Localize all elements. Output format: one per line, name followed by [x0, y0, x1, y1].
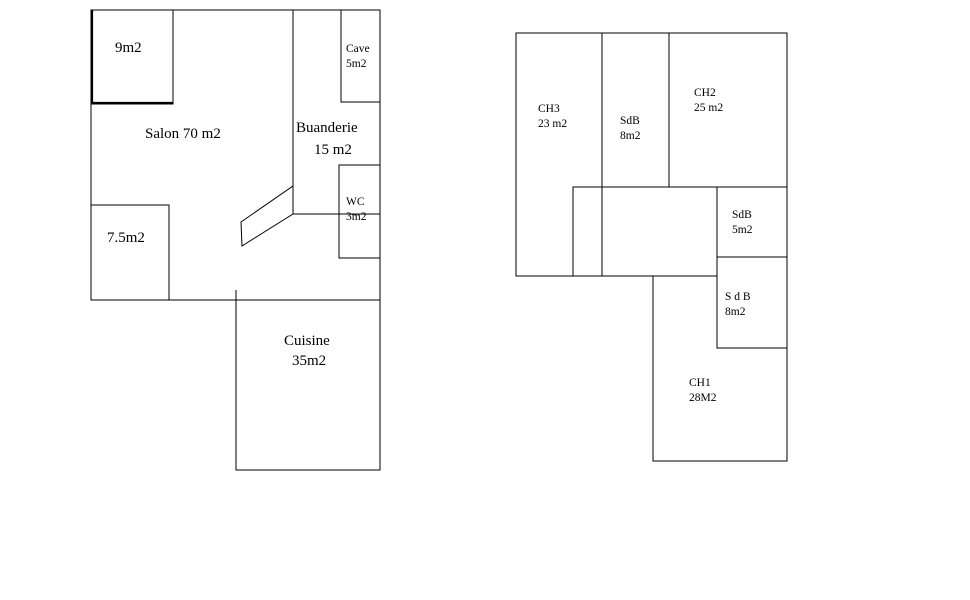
label-room-7-5m2: 7.5m2	[107, 230, 145, 246]
label-wc-name: WC	[346, 196, 365, 208]
ground-floor-plan: 9m2 Salon 70 m2 Buanderie 15 m2 Cave 5m2…	[90, 9, 381, 471]
room-sdb-8m2-top	[601, 32, 670, 188]
label-sdb3-name: S d B	[725, 291, 751, 303]
label-ch2-name: CH2	[694, 87, 716, 99]
label-buanderie-area: 15 m2	[314, 142, 352, 158]
room-ch2	[668, 32, 788, 188]
label-ch2-area: 25 m2	[694, 102, 723, 114]
label-room-9m2: 9m2	[115, 40, 142, 56]
room-ch1	[652, 275, 788, 462]
label-ch3-area: 23 m2	[538, 118, 567, 130]
room-ch3	[515, 32, 603, 277]
label-salon: Salon 70 m2	[145, 126, 221, 142]
room-buanderie	[292, 9, 381, 215]
label-ch1-area: 28M2	[689, 392, 717, 404]
label-sdb1-area: 8m2	[620, 130, 641, 142]
label-cuisine-name: Cuisine	[284, 333, 330, 349]
room-9m2	[90, 9, 174, 105]
label-sdb2-name: SdB	[732, 209, 752, 221]
hallway	[572, 186, 718, 277]
room-wc	[338, 164, 381, 259]
room-sdb-5m2	[716, 186, 788, 258]
label-buanderie-name: Buanderie	[296, 120, 358, 136]
label-cave-area: 5m2	[346, 58, 367, 70]
room-7-5m2	[90, 204, 170, 301]
label-ch1-name: CH1	[689, 377, 711, 389]
label-sdb3-area: 8m2	[725, 306, 746, 318]
room-sdb-8m2-bottom	[716, 256, 788, 349]
room-cave	[340, 9, 381, 103]
label-ch3-name: CH3	[538, 103, 560, 115]
room-cuisine	[235, 299, 381, 471]
upper-floor-plan: CH3 23 m2 SdB 8m2 CH2 25 m2 SdB 5m2 S d …	[515, 32, 788, 462]
diagonal-stair	[240, 185, 294, 247]
label-sdb2-area: 5m2	[732, 224, 753, 236]
label-cuisine-area: 35m2	[292, 353, 326, 369]
label-cave-name: Cave	[346, 43, 370, 55]
label-wc-area: 3m2	[346, 211, 367, 223]
label-sdb1-name: SdB	[620, 115, 640, 127]
